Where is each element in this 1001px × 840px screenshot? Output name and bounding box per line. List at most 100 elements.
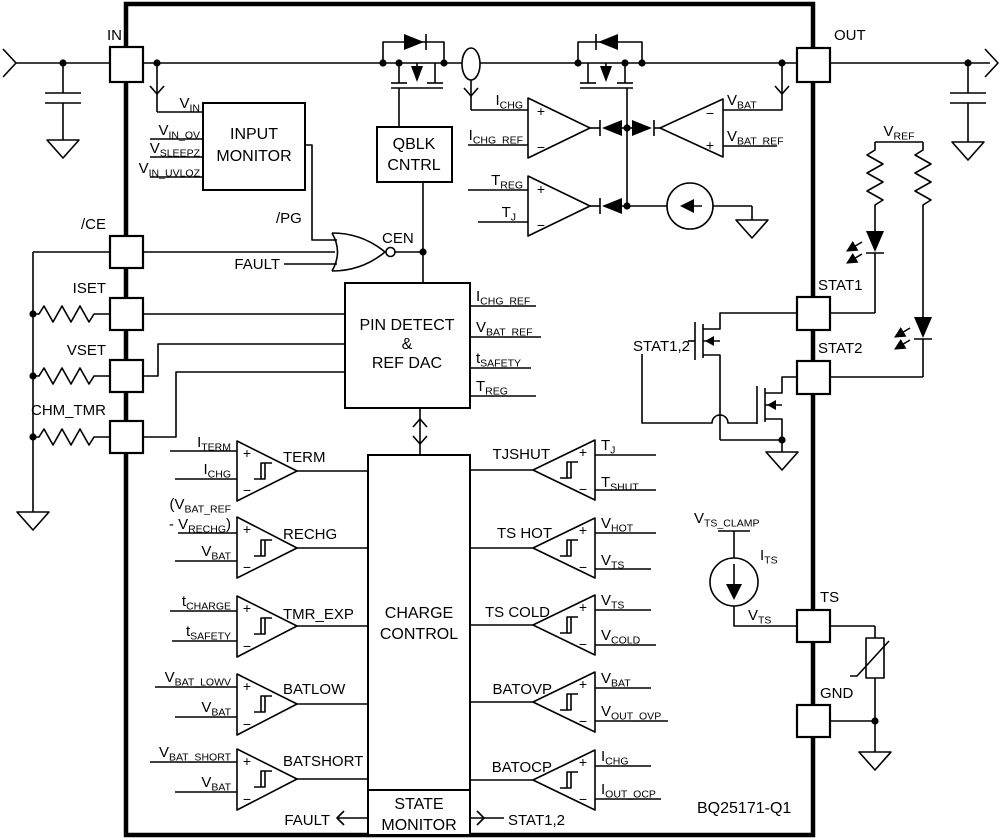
current-sense [461, 47, 528, 111]
enable-and-set-pins [16, 251, 345, 531]
arrow-left-icon [336, 810, 345, 826]
pin-iset [108, 296, 145, 332]
state-monitor-label: MONITOR [381, 817, 456, 834]
label-vbat-ref-minus-vrechg-1: (VBAT_REF [170, 496, 231, 516]
hysteresis-icon [254, 462, 272, 480]
minus-sign: − [579, 481, 587, 497]
minus-sign: − [243, 559, 251, 575]
batovp-comparator: + − [470, 671, 668, 733]
blocking-fet [574, 34, 646, 206]
body-diode-icon [598, 34, 618, 50]
diode-icon [632, 120, 652, 136]
thermistor-network [830, 625, 892, 771]
pin-out [795, 46, 832, 84]
plus-sign: + [579, 676, 587, 692]
plus-sign: + [537, 103, 545, 119]
input-capacitor [45, 59, 81, 159]
label-fault: FAULT [234, 256, 280, 273]
hysteresis-icon [254, 617, 272, 635]
current-arrow-icon [726, 584, 742, 600]
pin-chm-tmr-label: CHM_TMR [31, 402, 106, 419]
pin-detect-label: REF DAC [372, 355, 442, 372]
gate-wire-with-hop [641, 354, 757, 424]
label-pg: /PG [276, 210, 302, 227]
label-vin: VIN [179, 95, 200, 115]
arrow-down-icon [463, 87, 479, 97]
arrow-down-icon [149, 85, 165, 95]
plus-sign: + [537, 181, 545, 197]
led-emission-arrow-icon [846, 241, 863, 252]
ground-symbol [951, 141, 985, 161]
resistor [33, 428, 110, 446]
mosfet-arrow-icon [600, 66, 612, 82]
charge-control-block: CHARGE CONTROL [367, 454, 471, 791]
label-ichg-ref: ICHG_REF [469, 127, 523, 147]
pin-iset-label: ISET [73, 280, 106, 297]
pin-stat2 [795, 359, 832, 396]
arrow-down-icon [774, 85, 790, 95]
pin-gnd-label: GND [820, 685, 854, 702]
led-icon [866, 231, 884, 252]
ground-symbol [46, 139, 80, 159]
label-tsafety: tSAFETY [186, 623, 231, 643]
ts-hot-comparator-label: TS HOT [497, 525, 552, 542]
label-tj: TJ [502, 204, 516, 224]
arrow-down-icon [412, 435, 428, 445]
led-icon [914, 317, 932, 338]
hysteresis-icon [254, 695, 272, 713]
label-treg: TREG [491, 172, 523, 192]
pin-stat1-label: STAT1 [818, 277, 862, 294]
plus-sign: + [243, 521, 251, 537]
input-monitor-block: INPUT MONITOR [202, 102, 337, 241]
batlow-comparator-label: BATLOW [283, 681, 346, 698]
hysteresis-icon [254, 539, 272, 557]
pin-stat1 [795, 295, 832, 332]
minus-sign: − [243, 716, 251, 732]
minus-sign: − [243, 482, 251, 498]
tmr-exp-comparator: + − [170, 595, 368, 658]
plus-sign: + [579, 522, 587, 538]
term-comparator: + − [170, 440, 368, 502]
plus-sign: + [243, 753, 251, 769]
pin-ce-label: /CE [81, 216, 106, 233]
led-emission-arrow-icon [894, 339, 911, 350]
plus-sign: + [579, 444, 587, 460]
arrow-up-icon [412, 418, 428, 428]
label-tj: TJ [601, 437, 615, 457]
resistor [33, 305, 110, 323]
minus-sign: − [579, 791, 587, 807]
label-stat12: STAT1,2 [633, 338, 690, 355]
pin-vset-label: VSET [67, 342, 106, 359]
batlow-comparator: + − [155, 673, 368, 736]
treg-comparator: + − [468, 175, 591, 237]
resistor [914, 142, 932, 317]
label-vts: VTS [748, 607, 771, 627]
vbat-comparator: − + [659, 59, 790, 158]
plus-sign: + [243, 445, 251, 461]
label-vout-ovp: VOUT_OVP [601, 703, 661, 723]
label-tcharge: tCHARGE [182, 593, 231, 613]
qblk-cntrl-block: QBLK CNTRL [376, 126, 453, 283]
bias-current-source [666, 182, 769, 239]
label-ichg-ref: ICHG_REF [476, 288, 530, 308]
label-vbat-ref: VBAT_REF [476, 319, 533, 339]
output-arrow-icon [984, 48, 999, 78]
pin-chm-tmr [108, 419, 145, 455]
pin-ts-label: TS [820, 589, 839, 606]
pin-vset [108, 358, 145, 394]
pin-ce [108, 234, 145, 270]
pin-in [108, 45, 145, 84]
batshort-comparator: + − [150, 748, 368, 811]
label-ichg: ICHG [495, 92, 523, 112]
label-stat12: STAT1,2 [508, 812, 565, 829]
input-monitor-label: INPUT [230, 126, 278, 143]
term-comparator-label: TERM [283, 449, 326, 466]
hysteresis-icon [560, 616, 578, 634]
state-monitor-label: STATE [394, 796, 443, 813]
ts-hot-comparator: + − [470, 517, 656, 579]
mosfet-arrow-icon [411, 66, 423, 82]
plus-sign: + [706, 137, 714, 153]
batovp-comparator-label: BATOVP [493, 681, 552, 698]
label-vbat: VBAT [601, 670, 631, 690]
